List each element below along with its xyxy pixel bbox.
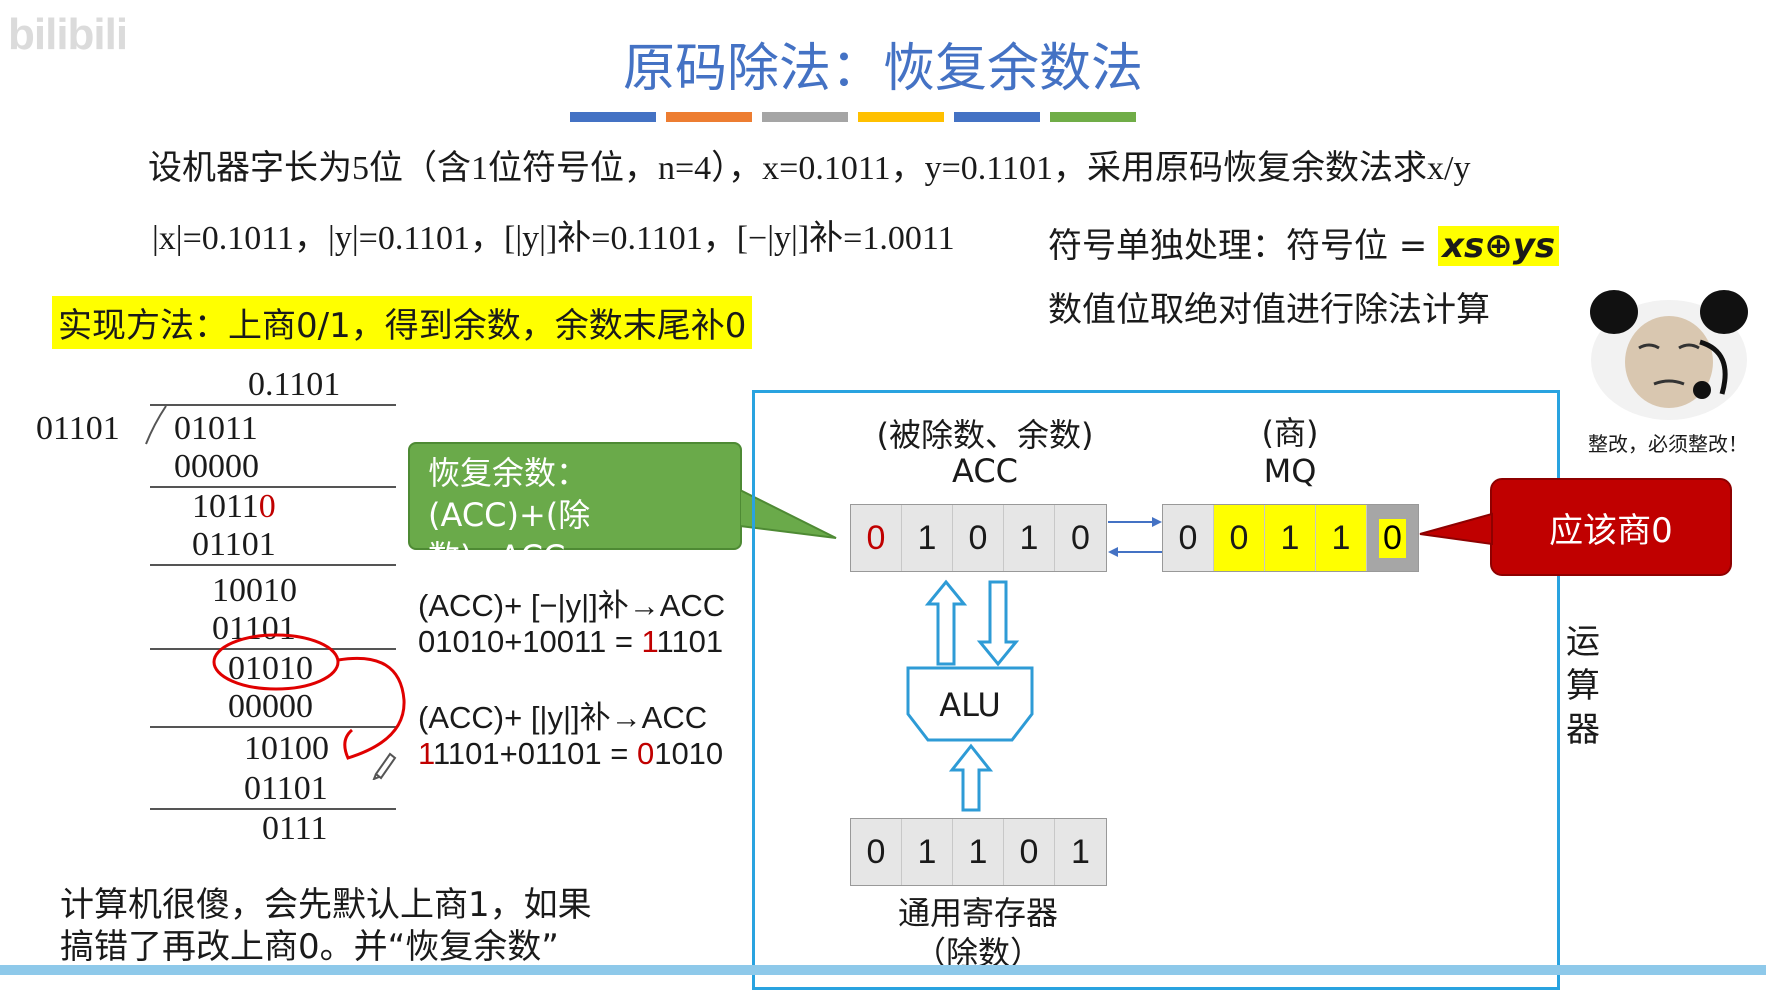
sign-bit: 0	[636, 736, 655, 771]
dividend-row: 01011	[174, 410, 258, 447]
title-bar	[858, 112, 944, 122]
pencil-icon	[372, 752, 397, 780]
restore-remainder-callout: 恢复余数： (ACC)+(除数)→ACC	[408, 442, 742, 576]
title-bar	[1050, 112, 1136, 122]
page-title: 原码除法：恢复余数法	[622, 39, 1143, 99]
acc-mq-arrows	[1108, 517, 1162, 557]
watermark: bilibili	[8, 10, 128, 59]
sign-formula: xs⊕ys	[1438, 226, 1560, 266]
mq-bit: 0	[1214, 505, 1265, 571]
division-row: 00000	[174, 448, 259, 485]
division-row: 10010	[212, 572, 297, 609]
sign-bit: 1	[418, 736, 433, 771]
division-line	[150, 648, 396, 650]
division-row-circled: 01010	[228, 650, 313, 687]
acc-label: ACC	[951, 452, 1018, 490]
sign-bit: 1	[641, 624, 657, 659]
problem-statement: 设机器字长为5位（含1位符号位，n=4），x=0.1011，y=0.1101，采…	[148, 150, 1471, 187]
mq-bit: 0	[1163, 505, 1214, 571]
gpr-bit: 1	[953, 819, 1004, 885]
division-row: 01101	[192, 526, 276, 563]
division-row: 01101	[244, 770, 328, 807]
note-line: 计算机很傻，会先默认上商1，如果	[60, 885, 592, 925]
callout-pointer	[1419, 512, 1493, 546]
title-bar	[666, 112, 752, 122]
bottom-progress-strip	[0, 965, 1766, 975]
division-row: 01101	[212, 610, 296, 647]
appended-zero: 0	[258, 488, 276, 525]
sign-rule: 符号单独处理：符号位 = xs⊕ys	[1048, 218, 1560, 267]
gpr-bit: 1	[1055, 819, 1106, 885]
mq-bit-current: 0	[1367, 505, 1418, 571]
mq-bit: 1	[1265, 505, 1316, 571]
acc-register: 0 1 0 1 0	[850, 504, 1107, 572]
handwritten-annotation	[212, 633, 406, 760]
acc-bit: 0	[953, 505, 1004, 571]
acc-caption: (被除数、余数)	[876, 416, 1094, 454]
gpr-bit: 1	[902, 819, 953, 885]
gpr-label: 通用寄存器	[897, 894, 1058, 932]
acc-bit: 0	[1055, 505, 1106, 571]
division-remainder: 0111	[262, 810, 328, 847]
division-digits: 1011	[192, 488, 259, 525]
mq-caption: (商)	[1261, 414, 1319, 452]
formula-restore-expr: 11101+01101 = 01010	[418, 736, 723, 772]
value-rule: 数值位取绝对值进行除法计算	[1048, 290, 1490, 330]
acc-bit: 1	[1004, 505, 1055, 571]
sign-rule-text: 符号单独处理：符号位 =	[1048, 226, 1439, 266]
divisor: 01101	[36, 410, 120, 447]
callout-line: (ACC)+(除数)→ACC	[428, 496, 591, 576]
gpr-bit: 0	[851, 819, 902, 885]
division-bracket	[145, 405, 167, 445]
division-row: 00000	[228, 688, 313, 725]
title-bar	[570, 112, 656, 122]
panda-meme-image	[1590, 290, 1748, 420]
general-register: 0 1 1 0 1	[850, 818, 1107, 886]
should-quotient-zero-callout: 应该商0	[1490, 478, 1732, 576]
title-color-bars	[570, 112, 1136, 122]
callout-line: 恢复余数：	[428, 454, 589, 492]
alu-shape	[906, 666, 1034, 742]
formula-restore-label: (ACC)+ [|y|]补→ACC	[418, 700, 708, 735]
mq-bit: 1	[1316, 505, 1367, 571]
mq-bit-highlight: 0	[1379, 518, 1406, 558]
alu-label: ALU	[939, 686, 1001, 724]
division-line	[150, 564, 396, 566]
explanation-note: 计算机很傻，会先默认上商1，如果 搞错了再改上商0。并“恢复余数”	[60, 884, 592, 968]
expr-part: 1101+01101 =	[432, 736, 637, 771]
acc-alu-arrows	[924, 579, 1020, 667]
mq-label: MQ	[1263, 452, 1317, 490]
mq-register: 0 0 1 1 0	[1162, 504, 1419, 572]
title-bar	[954, 112, 1040, 122]
callout-pointer	[740, 488, 837, 539]
division-row: 10110	[192, 488, 276, 526]
expr-part: 1010	[654, 736, 724, 771]
gpr-bit: 0	[1004, 819, 1055, 885]
expr-part: 01010+10011 =	[418, 624, 642, 659]
formula-subtract-label: (ACC)+ [−|y|]补→ACC	[418, 588, 726, 623]
method-highlight: 实现方法：上商0/1，得到余数，余数末尾补0	[52, 296, 753, 349]
division-line	[150, 808, 396, 810]
expr-part: 1101	[656, 624, 724, 659]
absolute-values: |x|=0.1011，|y|=0.1101，[|y|]补=0.1101，[−|y…	[152, 220, 955, 257]
division-bar	[150, 404, 396, 406]
division-line	[150, 726, 396, 728]
meme-caption: 整改，必须整改！	[1588, 432, 1748, 456]
acc-bit: 0	[851, 505, 902, 571]
quotient: 0.1101	[248, 366, 341, 403]
division-line	[150, 486, 396, 488]
note-line: 搞错了再改上商0。并“恢复余数”	[60, 927, 559, 967]
gpr-alu-arrow	[948, 743, 994, 812]
acc-bit: 1	[902, 505, 953, 571]
formula-subtract-expr: 01010+10011 = 11101	[418, 624, 723, 660]
title-bar	[762, 112, 848, 122]
arithmetic-unit-label: 运算器	[1566, 622, 1600, 750]
division-row: 10100	[244, 730, 329, 767]
